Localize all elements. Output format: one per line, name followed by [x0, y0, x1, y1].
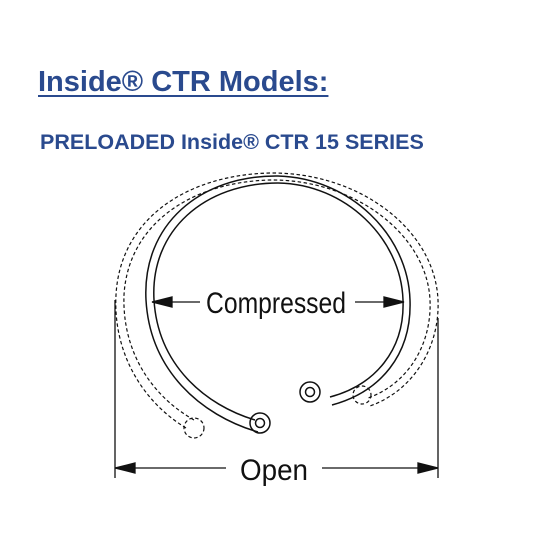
open-ring-outer-edge [115, 172, 439, 429]
open-left-arrow [114, 462, 136, 474]
compressed-ring-right-lug [299, 381, 321, 403]
open-dimension [114, 300, 439, 478]
open-label: Open [240, 454, 308, 487]
open-right-arrow [417, 462, 439, 474]
compressed-ring-right-lug-hole [304, 386, 316, 398]
compressed-ring-inner-edge [153, 182, 404, 421]
compressed-ring [145, 175, 411, 434]
compressed-left-arrow [151, 296, 173, 308]
open-ring-right-lug [352, 385, 372, 405]
compressed-ring-left-lug-hole [254, 417, 266, 429]
open-ring [115, 172, 439, 439]
page-subtitle: PRELOADED Inside® CTR 15 SERIES [40, 130, 424, 154]
compressed-right-arrow [383, 296, 405, 308]
compressed-dimension [151, 296, 405, 308]
compressed-ring-outer-edge [145, 175, 411, 433]
open-ring-inner-edge [123, 179, 431, 421]
compressed-label: Compressed [206, 287, 346, 320]
page-title: Inside® CTR Models: [38, 66, 329, 98]
open-ring-left-lug [183, 417, 205, 439]
compressed-ring-left-lug [249, 412, 271, 434]
